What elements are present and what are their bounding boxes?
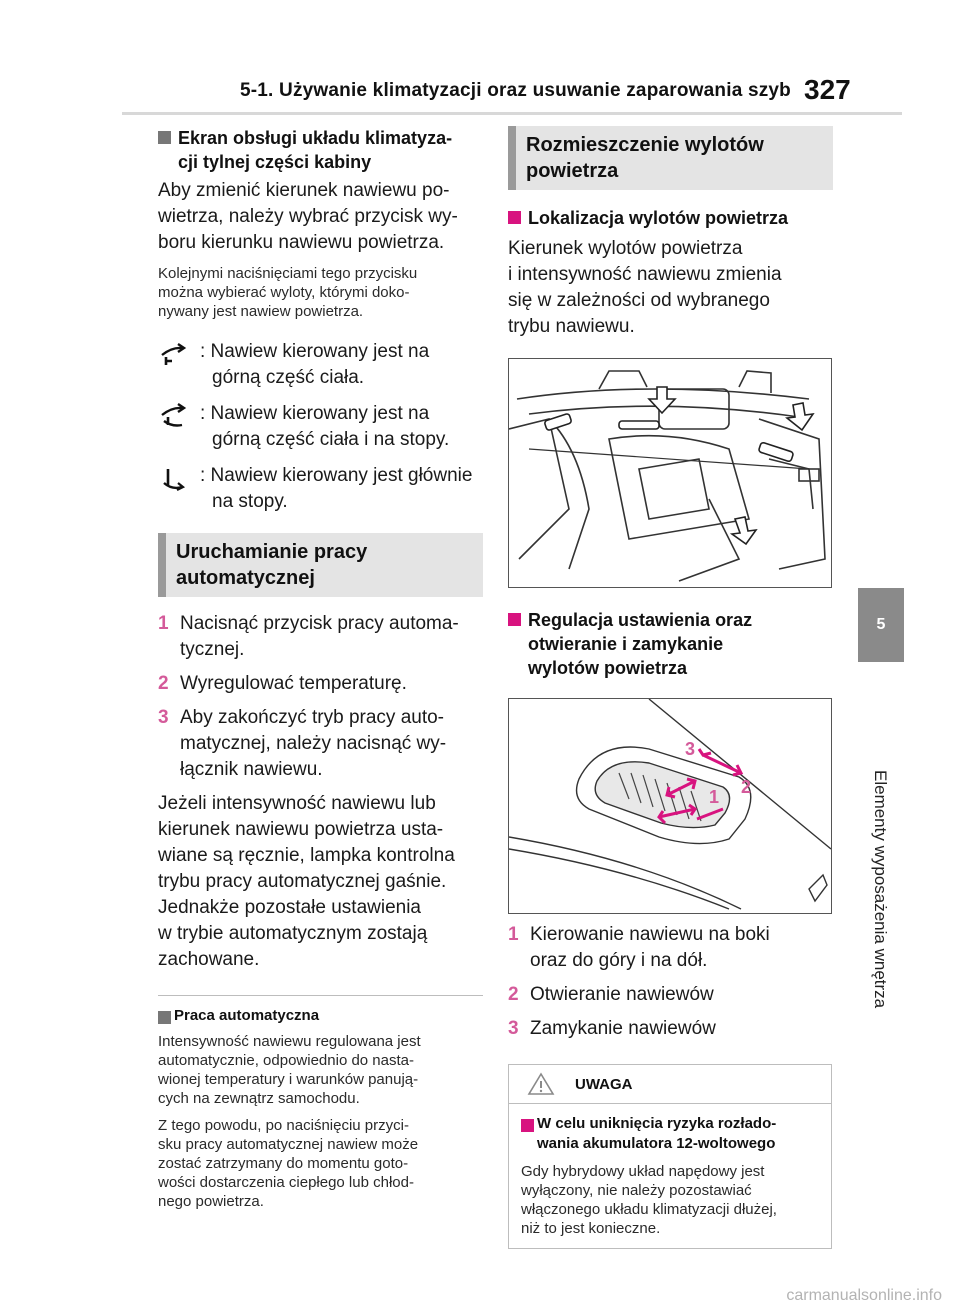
paragraph-change-direction: Aby zmienić kierunek nawiewu po- wietrza…: [158, 180, 458, 253]
step-3: 3 Aby zakończyć tryb pracy auto- matyczn…: [158, 707, 447, 780]
airflow-feet-icon: [163, 469, 186, 491]
warning-title: UWAGA: [575, 1075, 633, 1093]
airflow-mode-list: : Nawiew kierowany jest na górną część c…: [158, 339, 483, 515]
section-auto-mode: Uruchamianie pracy automatycznej: [158, 533, 483, 597]
vent-closeup-illustration: 3 1 2: [508, 698, 832, 910]
mode-upper-body-feet: : Nawiew kierowany jest na górną część c…: [158, 401, 483, 453]
callout-3: 3: [685, 739, 695, 759]
paragraph-manual-override: Jeżeli intensywność nawiewu lub kierunek…: [158, 793, 455, 970]
warning-body: Gdy hybrydowy układ napędowy jest wyłącz…: [521, 1163, 777, 1237]
warning-triangle-icon: [527, 1072, 555, 1095]
figure-vent-adjust: 3 1 2: [508, 698, 832, 914]
step-1: 1 Nacisnąć przycisk pracy automa- tyczne…: [158, 613, 459, 660]
airflow-upper-body-feet-icon: [161, 403, 187, 427]
warning-box: UWAGA W celu uniknięcia ryzyka rozłado- …: [508, 1064, 832, 1249]
note-heading-auto: Praca automatyczna: [158, 1006, 483, 1026]
chapter-tab: 5: [858, 588, 904, 662]
callout-2: 2: [741, 777, 751, 797]
mode-upper-body: : Nawiew kierowany jest na górną część c…: [158, 339, 483, 391]
chapter-label: Elementy wyposażenia wnętrza: [871, 770, 890, 1009]
heading-vent-adjust: Regulacja ustawienia oraz otwieranie i z…: [508, 608, 833, 680]
watermark: carmanualsonline.info: [786, 1287, 942, 1304]
vent-adjust-list: 1 Kierowanie nawiewu na boki oraz do gór…: [508, 922, 833, 1042]
item-3: 3 Zamykanie nawiewów: [508, 1018, 716, 1039]
heading-rear-climate-screen: Ekran obsługi układu klimatyza- cji tyln…: [158, 126, 483, 174]
mode-feet: : Nawiew kierowany jest głównie na stopy…: [158, 463, 483, 515]
chapter-number: 5: [876, 616, 886, 633]
item-2: 2 Otwieranie nawiewów: [508, 984, 714, 1005]
warning-header: UWAGA: [509, 1065, 831, 1104]
right-column: Rozmieszczenie wylotów powietrza Lokaliz…: [508, 126, 833, 1249]
paragraph-vent-direction: Kierunek wylotów powietrza i intensywnoś…: [508, 238, 782, 337]
header-divider: [122, 112, 902, 115]
note-press-repeatedly: Kolejnymi naciśnięciami tego przycisku m…: [158, 265, 418, 320]
item-1: 1 Kierowanie nawiewu na boki oraz do gór…: [508, 924, 770, 971]
cabin-interior-illustration: [508, 370, 826, 582]
heading-vent-location: Lokalizacja wylotów powietrza: [508, 206, 833, 230]
callout-1: 1: [709, 787, 719, 807]
note-divider: [158, 995, 483, 996]
note-auto-intensity: Intensywność nawiewu regulowana jest aut…: [158, 1033, 421, 1107]
airflow-upper-body-icon: [161, 343, 187, 365]
page-header-title: 5-1. Używanie klimatyzacji oraz usuwanie…: [240, 80, 791, 101]
auto-mode-steps: 1 Nacisnąć przycisk pracy automa- tyczne…: [158, 611, 483, 783]
page-number: 327: [804, 74, 851, 105]
left-column: Ekran obsługi układu klimatyza- cji tyln…: [158, 126, 483, 1211]
figure-cabin-vents: [508, 358, 832, 588]
step-2: 2 Wyregulować temperaturę.: [158, 673, 407, 694]
section-vent-locations: Rozmieszczenie wylotów powietrza: [508, 126, 833, 190]
warning-heading: W celu uniknięcia ryzyka rozłado- wania …: [521, 1114, 819, 1154]
note-auto-stop: Z tego powodu, po naciśnięciu przyci- sk…: [158, 1117, 419, 1210]
